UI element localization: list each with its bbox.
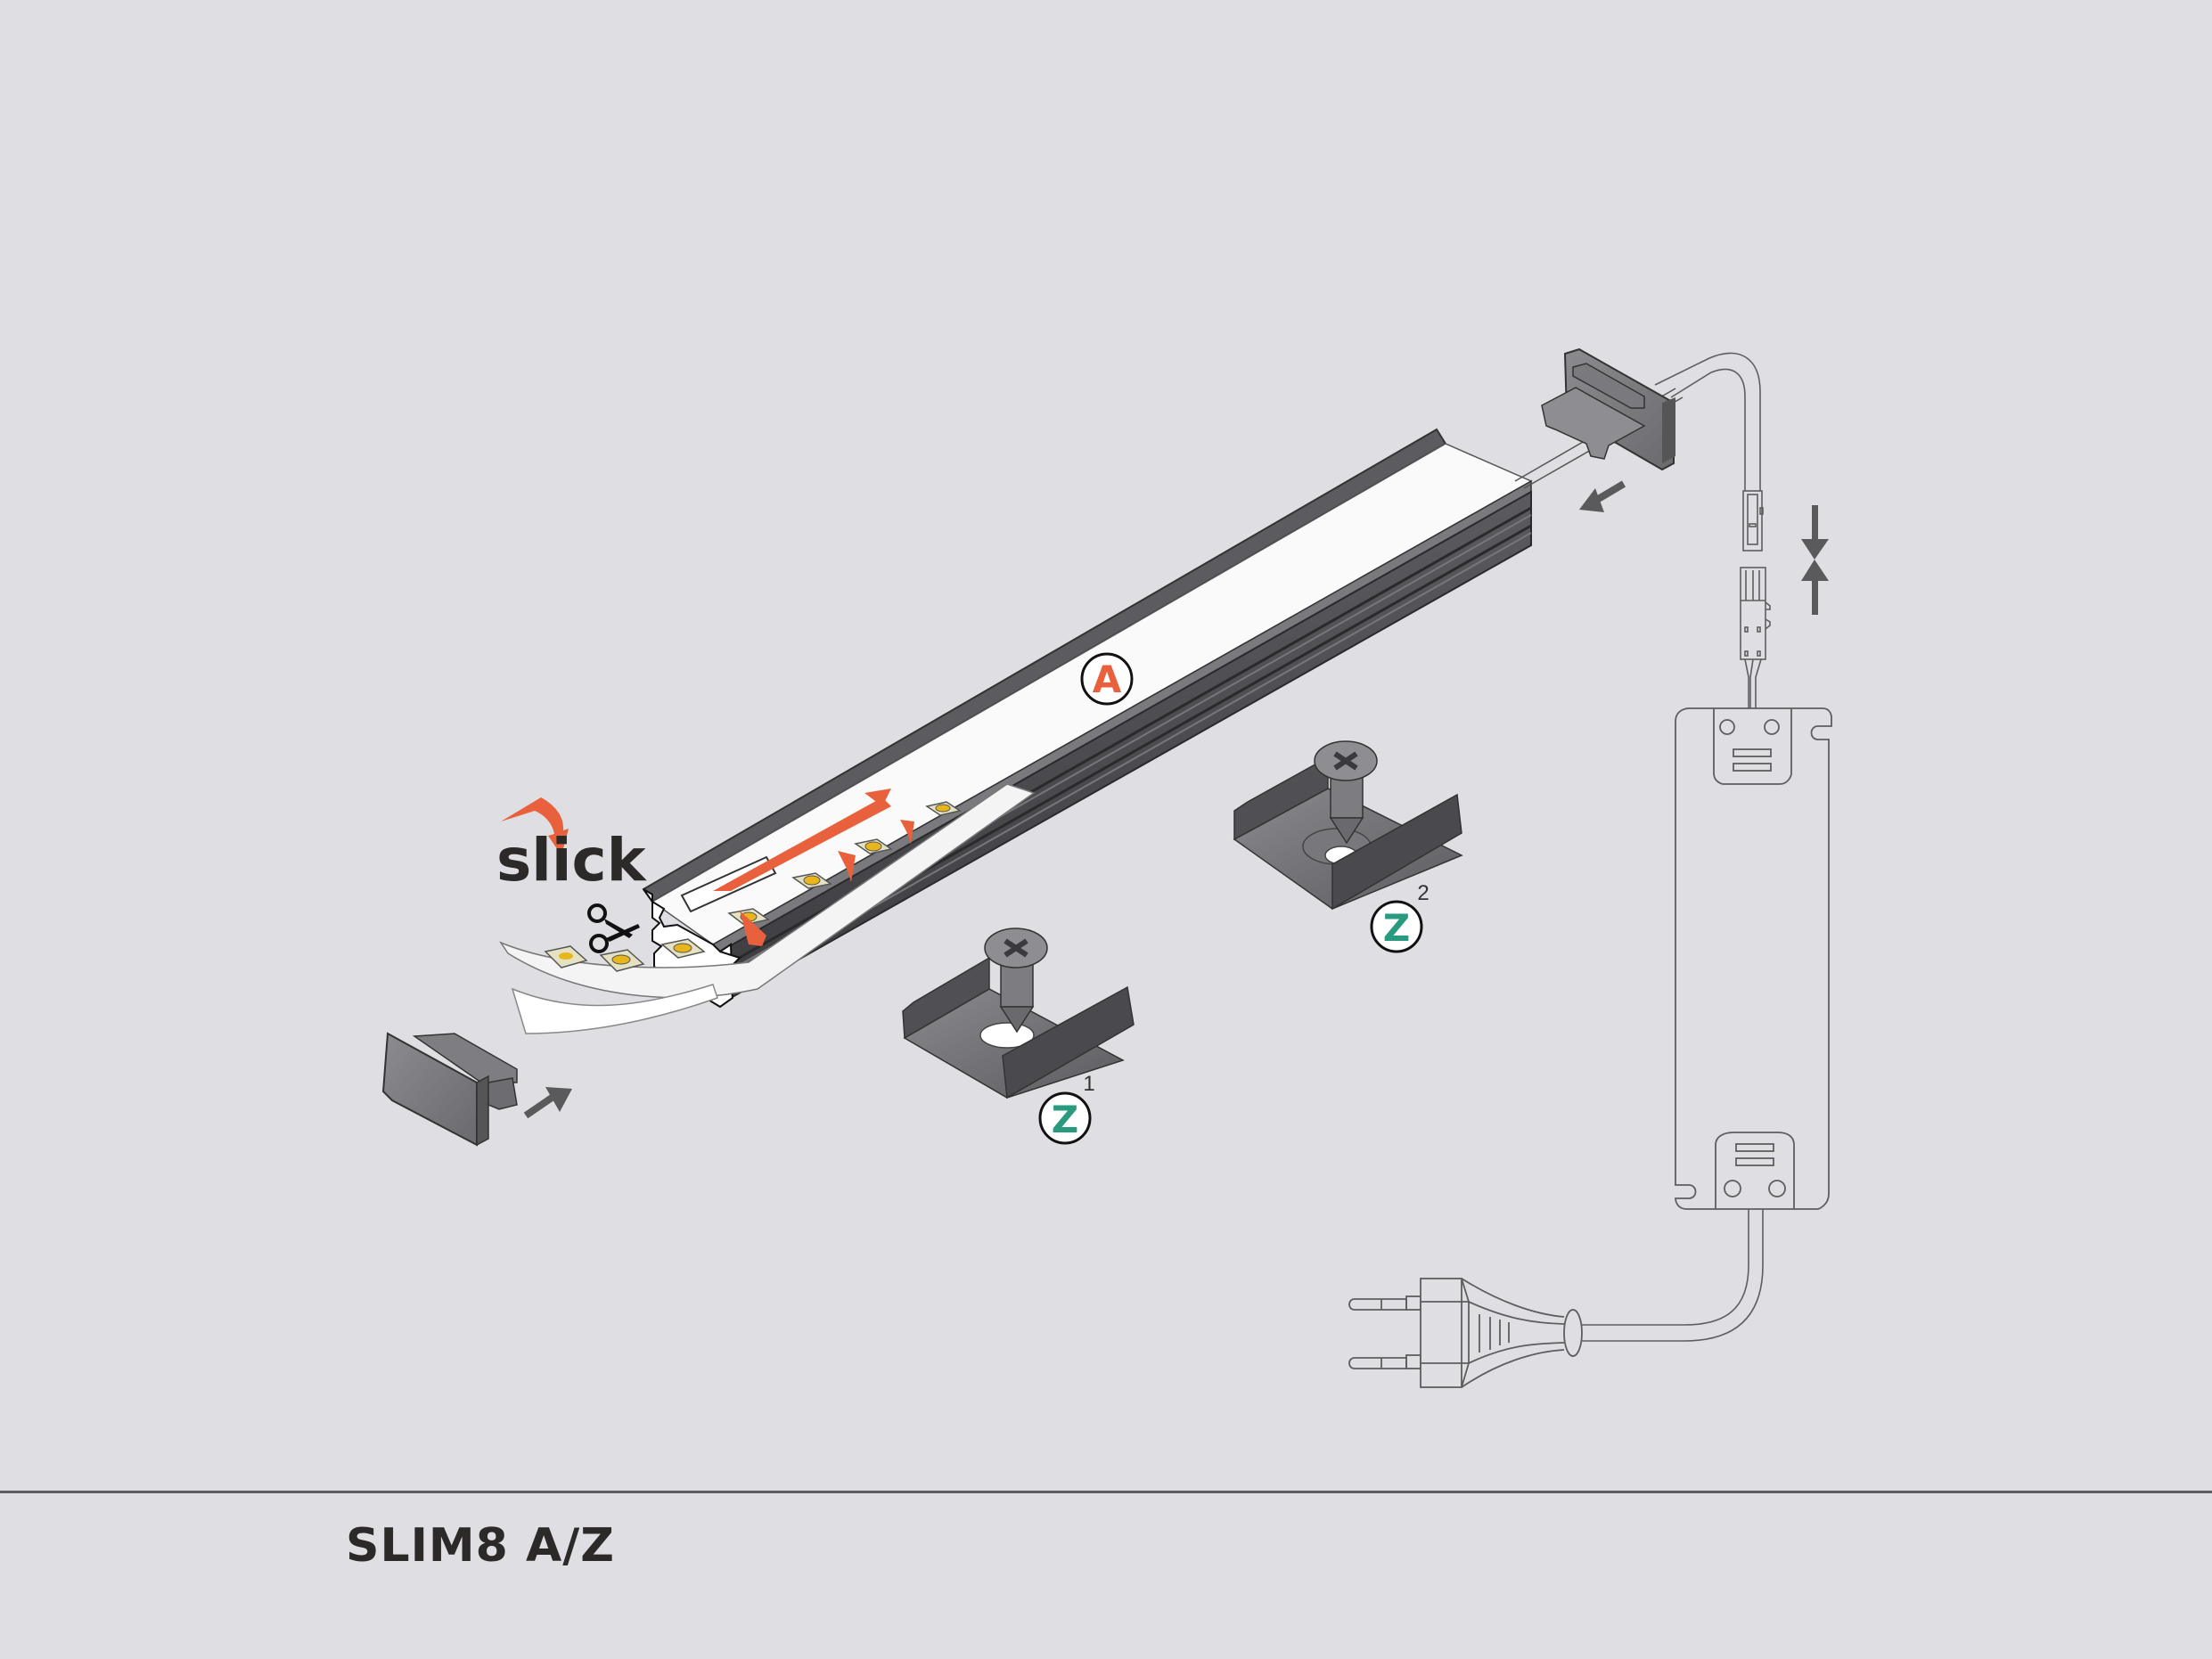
led-chip xyxy=(854,838,893,854)
badge-A: A xyxy=(1080,652,1134,706)
mounting-clip-countersunk-hole xyxy=(1233,740,1463,911)
mounting-clip-flat-hole xyxy=(902,928,1135,1099)
screw-icon xyxy=(1314,740,1378,845)
logo-text: slick xyxy=(496,826,648,895)
led-strip xyxy=(499,783,1036,1034)
connect-arrows-icon xyxy=(1801,505,1829,615)
cable xyxy=(1654,352,1761,493)
badge-Z1: Z 1 xyxy=(1038,1072,1095,1145)
badge-label: Z xyxy=(1383,906,1410,950)
end-cap-plain xyxy=(381,1032,518,1147)
badge-superscript: 2 xyxy=(1417,881,1429,905)
slide-arrows xyxy=(713,789,914,946)
scissors-icon xyxy=(587,903,640,953)
curved-arrow-icon xyxy=(501,797,569,855)
end-cap-with-cable-hole xyxy=(1514,347,1684,489)
badge-Z2: Z 2 xyxy=(1370,881,1430,953)
footer-divider xyxy=(0,1491,2212,1493)
badge-label: Z xyxy=(1052,1098,1078,1141)
insert-arrow-icon xyxy=(523,1087,572,1119)
euro-plug xyxy=(1348,1278,1583,1388)
power-cord xyxy=(1582,1209,1764,1342)
wire-connector-female xyxy=(1740,567,1771,708)
slick-logo: slick xyxy=(496,797,648,895)
led-chip xyxy=(544,945,588,968)
badge-superscript: 1 xyxy=(1083,1072,1094,1096)
led-chip xyxy=(599,949,645,972)
screw-icon xyxy=(984,928,1048,1034)
led-chip xyxy=(925,801,962,816)
wire-connector-male xyxy=(1742,490,1764,552)
led-chip xyxy=(791,872,832,889)
badge-label: A xyxy=(1093,658,1122,701)
power-supply xyxy=(1675,707,1832,1210)
led-chip xyxy=(660,938,706,959)
insert-arrow-icon xyxy=(1579,480,1626,512)
product-title: SLIM8 A/Z xyxy=(346,1519,615,1573)
